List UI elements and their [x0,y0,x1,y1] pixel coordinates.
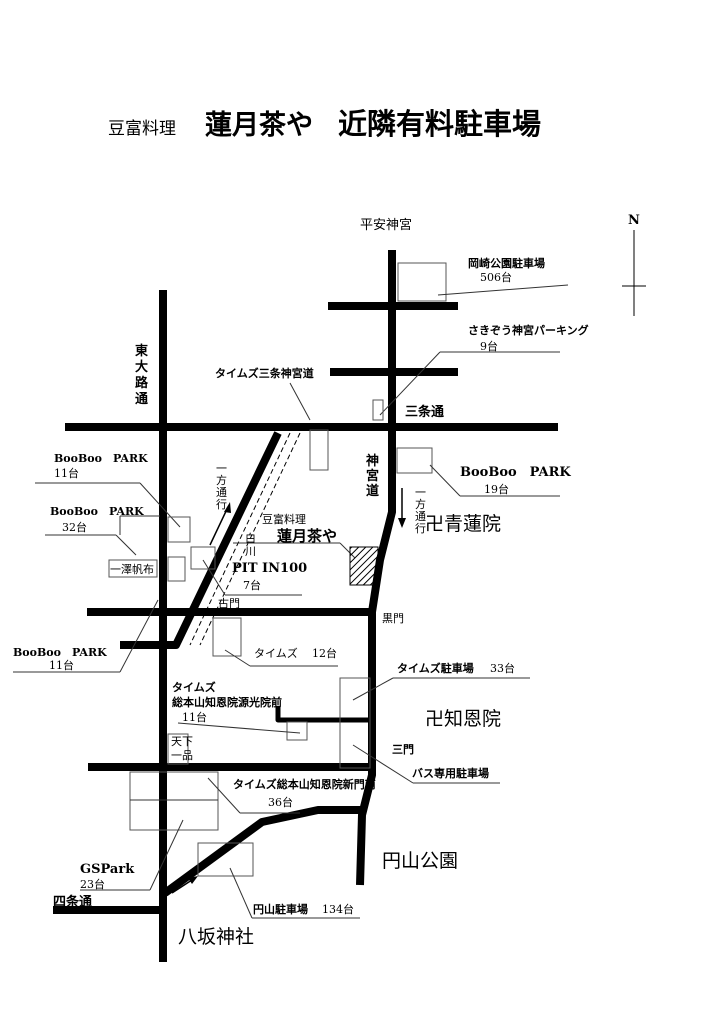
parking-bus: バス専用駐車場 [412,766,489,780]
svg-text:23台: 23台 [80,877,105,891]
label-kuromon: 黒門 [382,612,404,625]
svg-text:タイムズ駐車場: タイムズ駐車場 [397,661,474,675]
svg-text:BooBoo PARK: BooBoo PARK [460,465,571,480]
road-maruyama [162,806,362,897]
parking-booboo-19: BooBoo PARK 19台 [460,465,571,496]
parking-maruyama: 円山駐車場 134台 [253,902,354,916]
title-subject: 近隣有料駐車場 [338,107,541,141]
road-diagonal [120,431,282,649]
svg-text:川: 川 [245,545,256,558]
svg-text:12台: 12台 [312,646,337,660]
parking-times-sanjo: タイムズ三条神宮道 [215,366,314,380]
svg-text:行: 行 [216,498,227,511]
svg-text:天下: 天下 [171,735,193,748]
svg-text:BooBoo PARK: BooBoo PARK [50,505,144,518]
svg-text:岡崎公園駐車場: 岡崎公園駐車場 [468,256,545,270]
svg-text:タイムズ: タイムズ [172,680,216,694]
svg-text:方: 方 [415,497,426,511]
label-sanmon: 三門 [392,743,414,756]
svg-text:通: 通 [415,510,426,523]
label-heian-jingu: 平安神宮 [360,217,412,233]
label-higashioji-dori: 東 大 路 通 [135,343,149,407]
parking-times-12: タイムズ 12台 [254,646,337,660]
label-oneway-1: 一方 通行 [216,462,227,511]
roads [53,250,558,962]
parking-booboo-32: BooBoo PARK 32台 [50,505,144,534]
svg-text:円山駐車場: 円山駐車場 [253,902,308,916]
restaurant-location-marker [349,546,379,586]
svg-text:506台: 506台 [480,270,512,284]
svg-text:GSPark: GSPark [80,862,135,877]
svg-text:通: 通 [216,486,227,499]
svg-text:大: 大 [135,359,148,375]
parking-times-shinmon: タイムズ総本山知恩院新門南 36台 [233,777,376,809]
svg-text:32台: 32台 [62,520,87,534]
svg-text:PIT IN100: PIT IN100 [232,561,307,576]
svg-text:神: 神 [366,453,379,469]
label-oneway-2: 一方 通行 [415,486,426,535]
label-ittaku-hanpu: 一澤帆布 [110,562,154,576]
svg-text:宮: 宮 [366,468,379,484]
svg-text:タイムズ: タイムズ [254,646,298,660]
svg-text:さきぞう神宮パーキング: さきぞう神宮パーキング [468,323,589,337]
label-sanjo-dori: 三条通 [405,404,444,420]
svg-text:一品: 一品 [171,749,193,762]
svg-text:7台: 7台 [243,578,261,592]
svg-text:33台: 33台 [490,661,515,675]
svg-text:11台: 11台 [54,466,79,480]
north-arrow-icon: N [622,213,646,316]
road-chionin-inner [275,706,372,723]
label-chion-in: 卍知恩院 [425,708,501,730]
svg-text:134台: 134台 [322,902,354,916]
svg-text:方: 方 [216,473,227,487]
label-furumon: 古門 [218,597,240,610]
svg-text:11台: 11台 [49,658,74,672]
label-restaurant-small: 豆富料理 [262,512,306,526]
label-maruyama-koen: 円山公園 [382,850,458,872]
svg-text:白: 白 [245,531,256,545]
label-shirakawa: 白川 [245,531,256,558]
parking-outlines [13,262,569,919]
svg-text:東: 東 [135,343,148,359]
label-shoren-in: 卍青蓮院 [425,513,501,535]
title-restaurant: 蓮月茶や [205,110,313,141]
svg-text:36台: 36台 [268,795,293,809]
svg-text:一: 一 [415,486,426,499]
svg-text:タイムズ三条神宮道: タイムズ三条神宮道 [215,366,314,380]
parking-pitin100: PIT IN100 7台 [232,561,307,592]
svg-text:行: 行 [415,522,426,535]
svg-text:道: 道 [366,483,379,499]
svg-text:タイムズ総本山知恩院新門南: タイムズ総本山知恩院新門南 [233,777,376,791]
title-prefix: 豆富料理 [108,119,176,139]
oneway-arrow-icon [171,488,406,894]
svg-text:路: 路 [135,375,149,391]
shirakawa-river [189,432,301,646]
svg-text:19台: 19台 [484,482,509,496]
parking-sakizou: さきぞう神宮パーキング 9台 [468,323,589,353]
compass-north-label: N [628,213,640,228]
svg-text:BooBoo PARK: BooBoo PARK [13,646,107,659]
svg-text:バス専用駐車場: バス専用駐車場 [412,766,489,780]
label-jingu-michi: 神 宮 道 [366,453,379,499]
label-restaurant-name: 蓮月茶や [277,527,337,545]
parking-times-33: タイムズ駐車場 33台 [397,661,515,675]
svg-text:総本山知恩院源光院前: 総本山知恩院源光院前 [172,695,282,709]
svg-text:BooBoo PARK: BooBoo PARK [54,452,148,465]
svg-text:9台: 9台 [480,339,498,353]
label-shijo-dori: 四条通 [53,894,92,910]
svg-text:一: 一 [216,462,227,475]
label-yasaka-jinja: 八坂神社 [178,926,254,948]
svg-text:11台: 11台 [182,710,207,724]
svg-text:通: 通 [135,391,148,407]
